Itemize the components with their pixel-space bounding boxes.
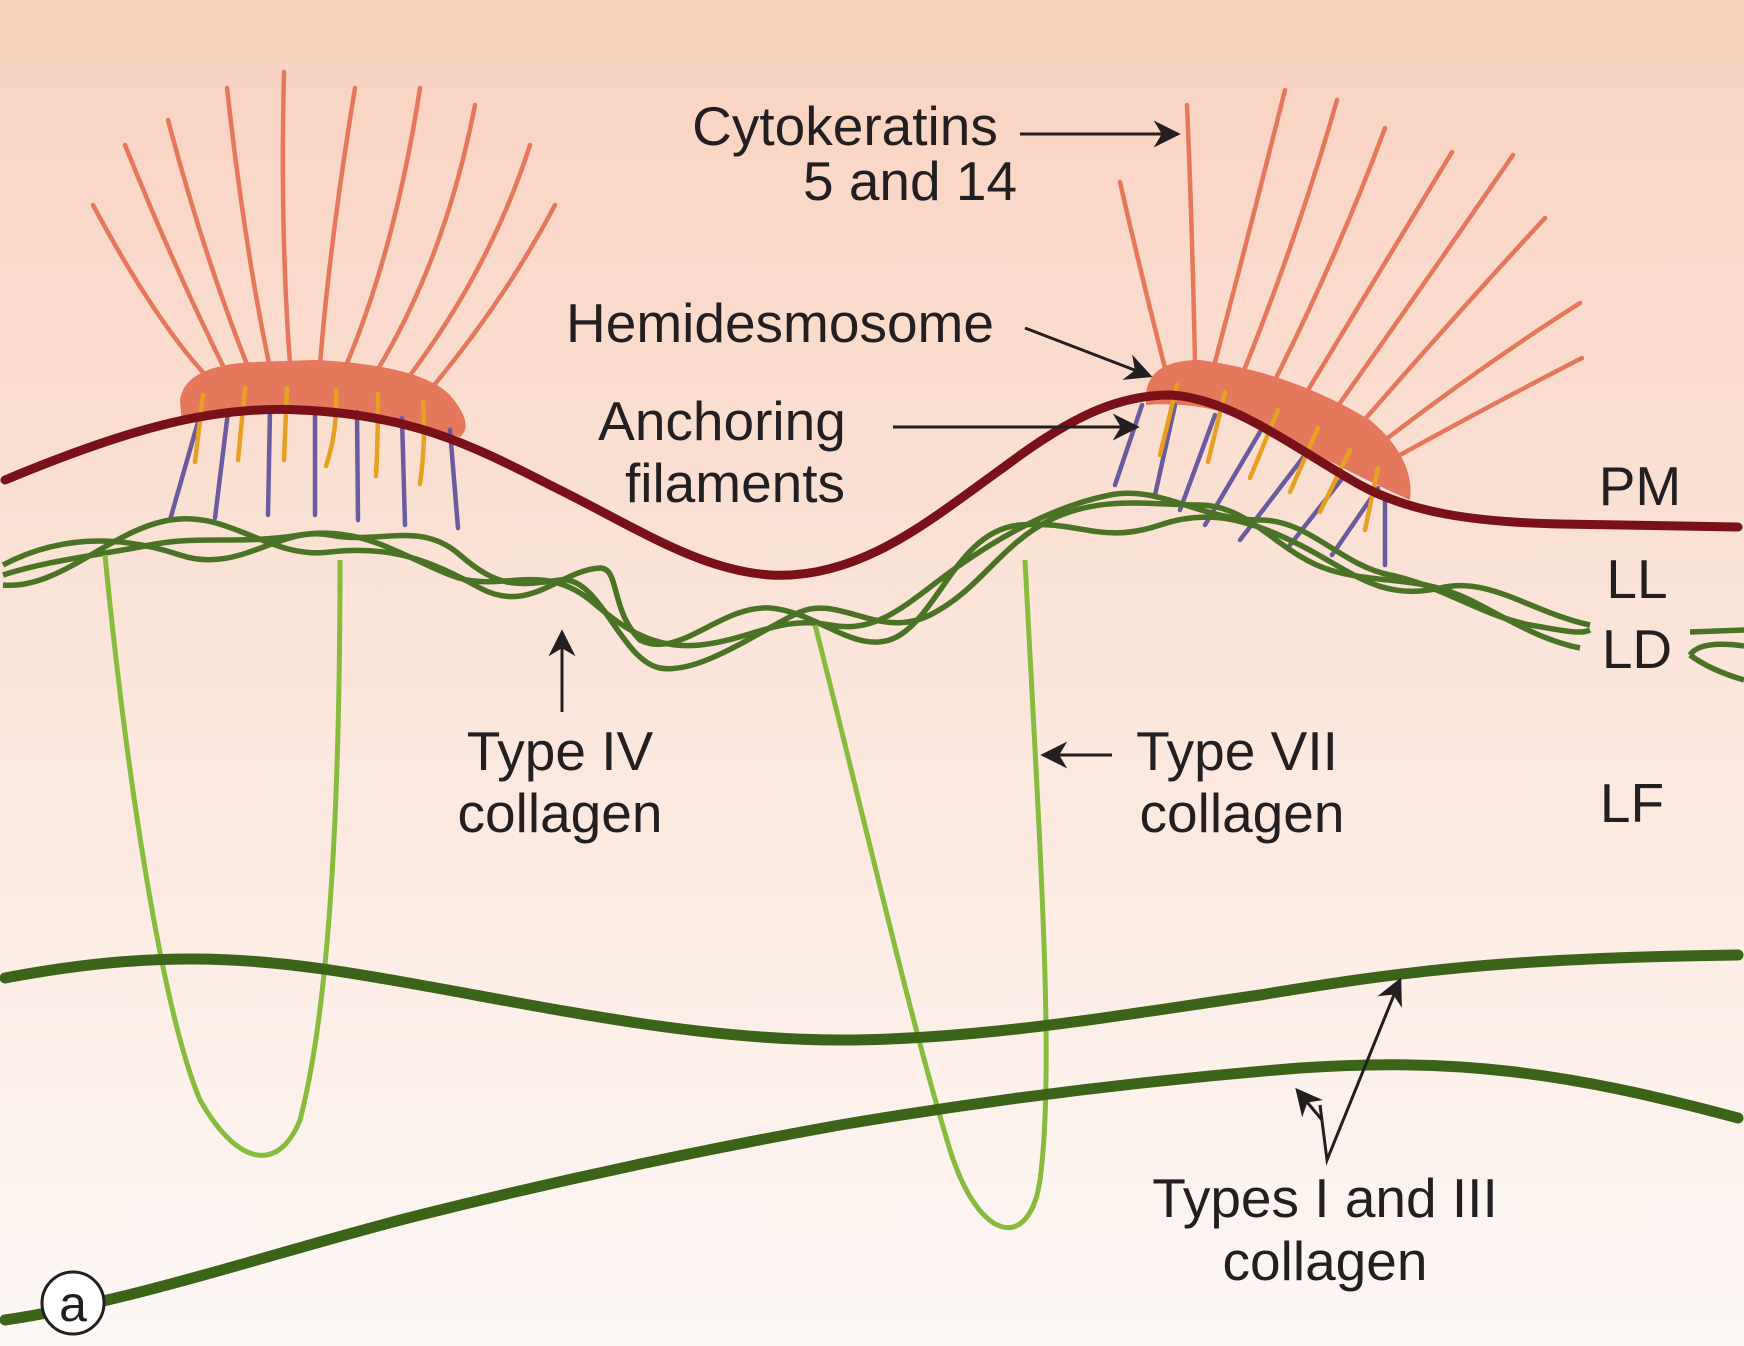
- anchoring-filaments-label-line1: Anchoring: [598, 390, 846, 452]
- type-vii-collagen-loops: [102, 554, 1049, 1230]
- anchoring-filaments-left: [167, 407, 461, 531]
- cytokeratin-fibers-left: [90, 69, 558, 393]
- type-iv-collagen-label-line2: collagen: [458, 782, 663, 844]
- hemidesmosome-label: Hemidesmosome: [566, 292, 994, 354]
- lf-label: LF: [1600, 772, 1664, 834]
- pm-label: PM: [1599, 455, 1682, 517]
- cytokeratins-label-line1: Cytokeratins: [692, 95, 998, 157]
- type-vii-collagen-label-line1: Type VII: [1136, 720, 1338, 782]
- types-i-iii-collagen-fibers: [0, 949, 1744, 1326]
- labels: Cytokeratins 5 and 14 Hemidesmosome Anch…: [458, 95, 1682, 1292]
- panel-marker: a: [40, 1270, 106, 1336]
- type-iv-collagen-network: [1, 490, 1744, 683]
- type-iv-collagen-label-line1: Type IV: [467, 720, 654, 782]
- anchoring-filament-inner-left: [192, 385, 427, 487]
- type-vii-collagen-label-line2: collagen: [1140, 782, 1345, 844]
- types-i-iii-collagen-label-line1: Types I and III: [1152, 1167, 1497, 1229]
- anchoring-filaments-label-line2: filaments: [625, 452, 845, 514]
- label-arrows: [548, 120, 1402, 1166]
- cytokeratin-fibers-right: [1117, 87, 1585, 458]
- ll-label: LL: [1606, 548, 1667, 610]
- panel-letter: a: [59, 1276, 87, 1332]
- cytokeratins-label-line2: 5 and 14: [803, 150, 1017, 212]
- plasma-membrane: [0, 390, 1743, 580]
- types-i-iii-collagen-label-line2: collagen: [1223, 1230, 1428, 1292]
- ld-label: LD: [1602, 618, 1672, 680]
